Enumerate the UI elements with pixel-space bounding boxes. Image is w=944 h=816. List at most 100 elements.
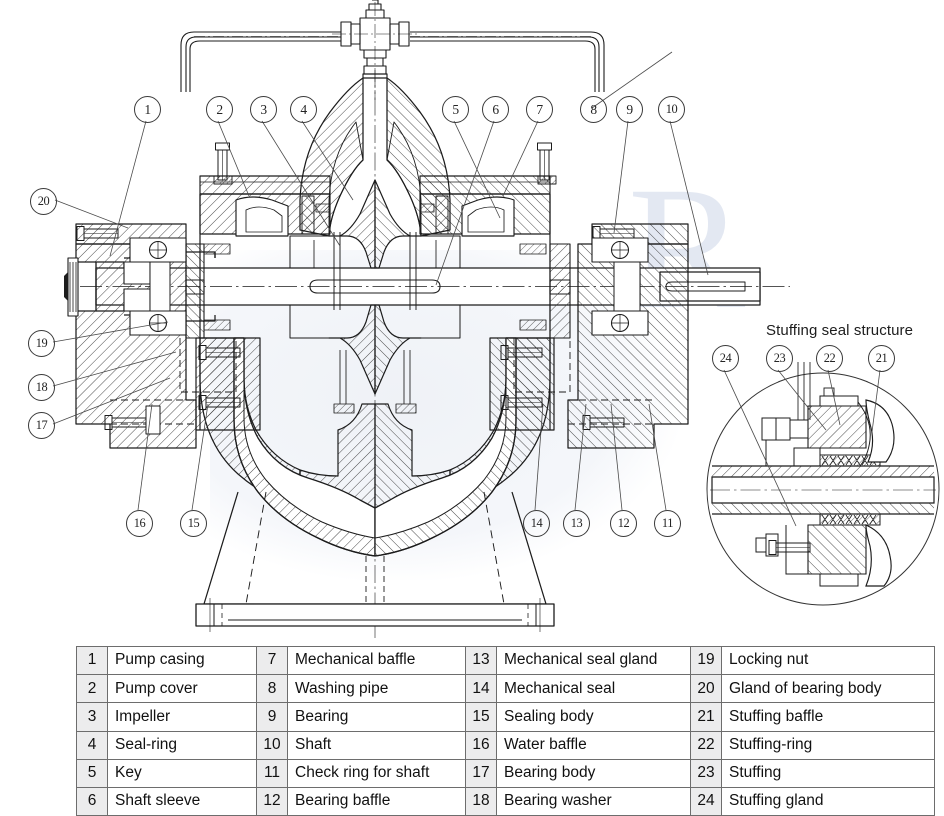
- part-label: Seal-ring: [107, 730, 257, 760]
- leader-line-4: [301, 120, 354, 201]
- callout-4[interactable]: 4: [290, 96, 317, 123]
- callout-22[interactable]: 22: [816, 345, 843, 372]
- part-label: Mechanical seal: [496, 674, 691, 704]
- callout-2[interactable]: 2: [206, 96, 233, 123]
- callout-15[interactable]: 15: [180, 510, 207, 537]
- leader-line-1: [109, 120, 147, 257]
- part-number: 7: [256, 645, 288, 676]
- callout-24[interactable]: 24: [712, 345, 739, 372]
- leader-line-10: [669, 120, 709, 276]
- part-label: Bearing: [287, 702, 466, 732]
- part-label: Locking nut: [721, 645, 935, 676]
- callout-19[interactable]: 19: [28, 330, 55, 357]
- leader-line-17: [52, 377, 171, 425]
- callout-21[interactable]: 21: [868, 345, 895, 372]
- part-label: Gland of bearing body: [721, 674, 935, 704]
- callout-5[interactable]: 5: [442, 96, 469, 123]
- callout-17[interactable]: 17: [28, 412, 55, 439]
- callout-8[interactable]: 8: [580, 96, 607, 123]
- part-number: 20: [690, 674, 722, 704]
- part-label: Check ring for shaft: [287, 758, 466, 788]
- part-number: 1: [76, 645, 108, 676]
- leader-line-16: [137, 403, 153, 511]
- callout-11[interactable]: 11: [654, 510, 681, 537]
- part-number: 4: [76, 730, 108, 760]
- part-label: Bearing body: [496, 758, 691, 788]
- callout-20[interactable]: 20: [30, 188, 57, 215]
- part-number: 5: [76, 758, 108, 788]
- leader-line-24: [723, 369, 797, 527]
- leader-line-19: [52, 321, 169, 343]
- callout-7[interactable]: 7: [526, 96, 553, 123]
- part-number: 12: [256, 786, 288, 816]
- inset-title: Stuffing seal structure: [766, 322, 914, 339]
- callout-10[interactable]: 10: [658, 96, 685, 123]
- part-number: 19: [690, 645, 722, 676]
- part-number: 8: [256, 674, 288, 704]
- leader-line-15: [191, 403, 209, 511]
- callout-13[interactable]: 13: [563, 510, 590, 537]
- callout-23[interactable]: 23: [766, 345, 793, 372]
- leader-line-7: [502, 120, 539, 197]
- leader-line-18: [52, 351, 177, 387]
- part-label: Stuffing: [721, 758, 935, 788]
- part-number: 17: [465, 758, 497, 788]
- part-number: 13: [465, 645, 497, 676]
- part-number: 11: [256, 758, 288, 788]
- part-label: Bearing baffle: [287, 786, 466, 816]
- part-label: Pump cover: [107, 674, 257, 704]
- leader-line-13: [574, 403, 587, 511]
- callout-16[interactable]: 16: [126, 510, 153, 537]
- part-label: Bearing washer: [496, 786, 691, 816]
- part-label: Key: [107, 758, 257, 788]
- part-number: 14: [465, 674, 497, 704]
- part-label: Shaft sleeve: [107, 786, 257, 816]
- part-number: 9: [256, 702, 288, 732]
- part-number: 15: [465, 702, 497, 732]
- part-label: Stuffing gland: [721, 786, 935, 816]
- part-label: Pump casing: [107, 645, 257, 676]
- leader-line-22: [827, 369, 841, 426]
- part-label: Impeller: [107, 702, 257, 732]
- leader-line-2: [217, 120, 250, 197]
- leader-line-14: [534, 403, 544, 511]
- leader-line-23: [777, 369, 827, 431]
- leader-line-9: [613, 120, 629, 234]
- part-number: 6: [76, 786, 108, 816]
- leader-line-20: [54, 199, 129, 229]
- part-number: 22: [690, 730, 722, 760]
- callout-18[interactable]: 18: [28, 374, 55, 401]
- leader-line-8: [591, 51, 673, 109]
- part-number: 2: [76, 674, 108, 704]
- part-label: Stuffing baffle: [721, 702, 935, 732]
- part-number: 10: [256, 730, 288, 760]
- callout-6[interactable]: 6: [482, 96, 509, 123]
- part-label: Water baffle: [496, 730, 691, 760]
- part-number: 18: [465, 786, 497, 816]
- part-label: Washing pipe: [287, 674, 466, 704]
- leader-line-11: [648, 403, 667, 511]
- leader-line-12: [610, 403, 623, 511]
- part-number: 16: [465, 730, 497, 760]
- callout-9[interactable]: 9: [616, 96, 643, 123]
- callout-3[interactable]: 3: [250, 96, 277, 123]
- callout-12[interactable]: 12: [610, 510, 637, 537]
- part-number: 21: [690, 702, 722, 732]
- leader-line-3: [261, 120, 341, 247]
- callout-1[interactable]: 1: [134, 96, 161, 123]
- part-number: 24: [690, 786, 722, 816]
- callout-14[interactable]: 14: [523, 510, 550, 537]
- leader-line-6: [435, 120, 495, 286]
- part-number: 23: [690, 758, 722, 788]
- part-number: 3: [76, 702, 108, 732]
- part-label: Mechanical baffle: [287, 645, 466, 676]
- part-label: Sealing body: [496, 702, 691, 732]
